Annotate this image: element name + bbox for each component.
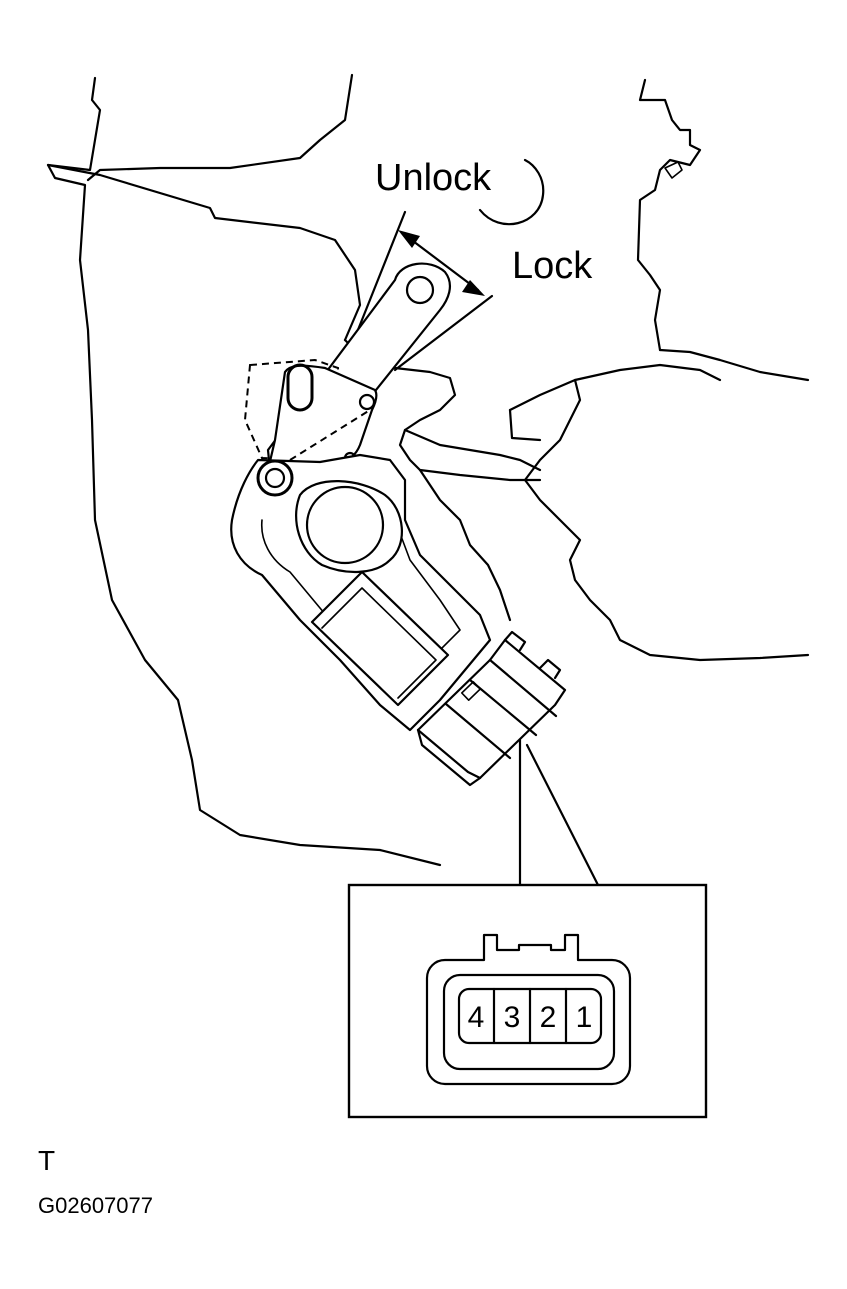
shaft-hole bbox=[305, 485, 385, 565]
switch-body bbox=[230, 453, 492, 732]
lever-hole bbox=[405, 275, 435, 305]
figure-code: G02607077 bbox=[38, 1193, 153, 1218]
pin-number: 2 bbox=[540, 1001, 557, 1034]
slot-hole bbox=[286, 363, 314, 412]
view-mark: T bbox=[38, 1145, 55, 1176]
connector-detail-inset bbox=[347, 883, 708, 1119]
connector-pin-numbers: 4 3 2 1 bbox=[468, 1001, 593, 1034]
switch-window bbox=[310, 570, 450, 707]
callout-leader bbox=[518, 738, 600, 887]
lock-unlock-arrow bbox=[403, 233, 480, 292]
pin-number: 4 bbox=[468, 1001, 485, 1034]
pivot-pin bbox=[358, 393, 376, 411]
pivot-boss bbox=[256, 459, 294, 497]
switch-connector bbox=[416, 630, 567, 787]
rotation-arc bbox=[478, 158, 545, 226]
pin-number: 1 bbox=[576, 1001, 593, 1034]
transaxle-housing-outline bbox=[46, 73, 810, 867]
lock-label: Lock bbox=[512, 245, 593, 287]
unlock-label: Unlock bbox=[375, 157, 492, 199]
pin-number: 3 bbox=[504, 1001, 521, 1034]
lever-reference-line-2 bbox=[393, 294, 494, 372]
connector-inner-frame bbox=[442, 973, 616, 1071]
